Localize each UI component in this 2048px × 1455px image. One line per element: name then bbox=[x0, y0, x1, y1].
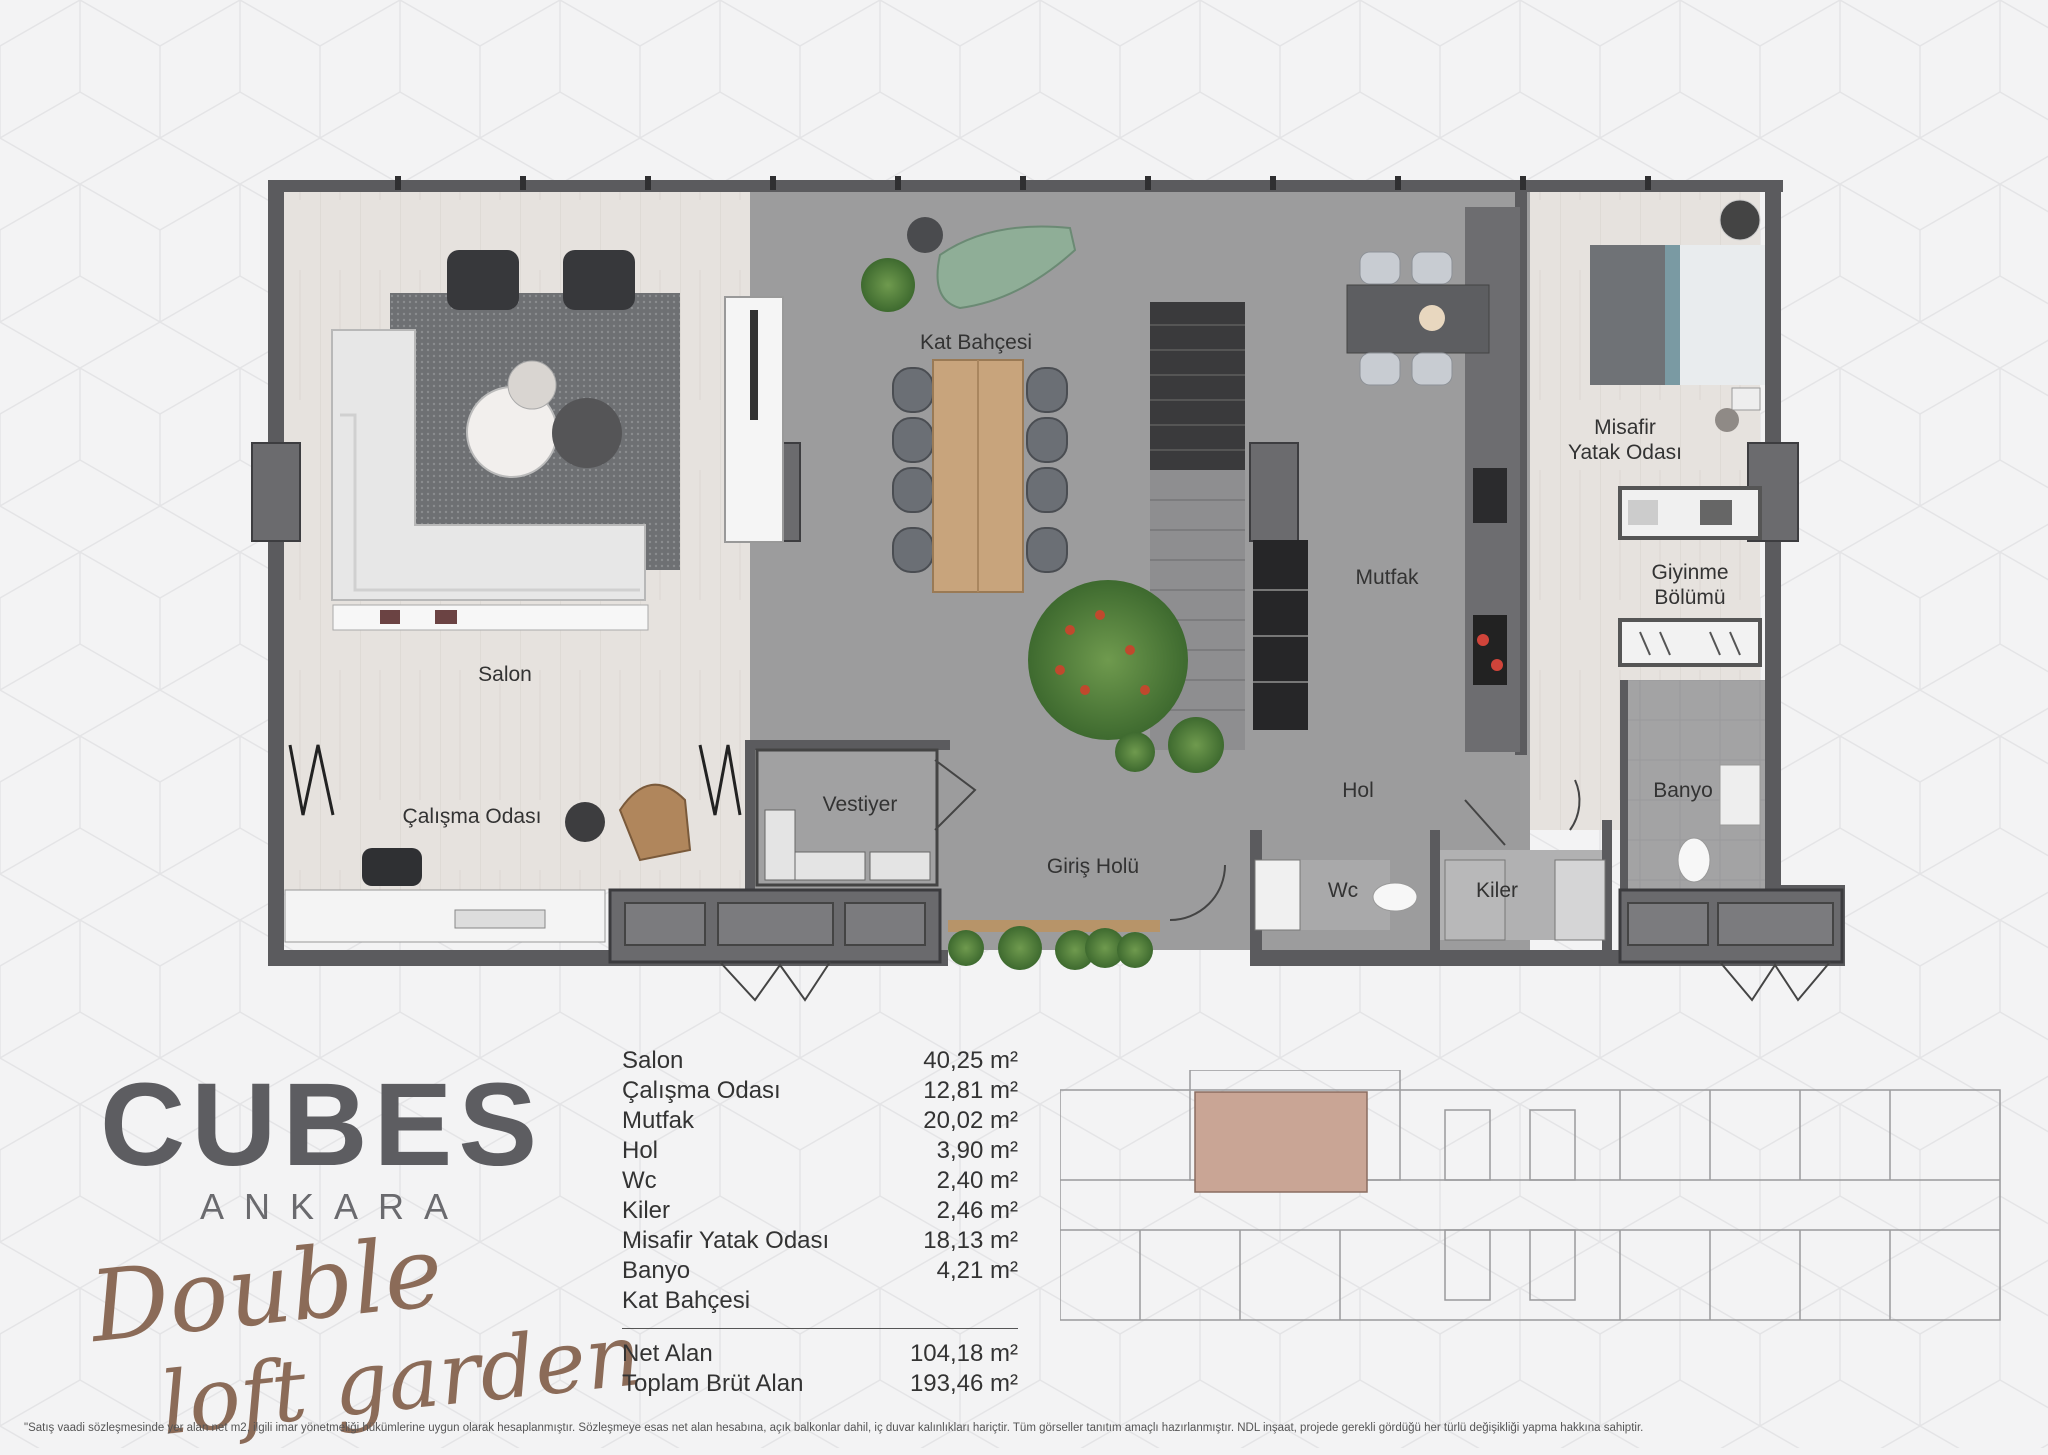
area-divider bbox=[622, 1328, 1018, 1329]
area-value: 4,21 m² bbox=[936, 1257, 1018, 1284]
floor-plan-drawing bbox=[251, 176, 1845, 1002]
total-row: Net Alan 104,18 m² bbox=[622, 1339, 1018, 1369]
total-value: 104,18 m² bbox=[909, 1340, 1018, 1367]
area-name: Misafir Yatak Odası bbox=[622, 1227, 830, 1254]
total-rows: Net Alan 104,18 m² Toplam Brüt Alan 193,46 … bbox=[622, 1339, 1018, 1399]
area-name: Wc bbox=[622, 1167, 657, 1194]
disclaimer: "Satış vaadi sözleşmesinde yer alan net … bbox=[24, 1422, 1644, 1434]
brand-city: ANKARA bbox=[200, 1186, 469, 1227]
room-label-kiler: Kiler bbox=[1475, 879, 1519, 902]
total-row: Toplam Brüt Alan 193,46 m² bbox=[622, 1369, 1018, 1399]
area-value: 2,40 m² bbox=[936, 1167, 1018, 1194]
brand-logo: CUBES bbox=[100, 1059, 544, 1191]
area-row: Kat Bahçesi bbox=[622, 1286, 1018, 1316]
floor-plan: Kat Bahçesi Salon Çalışma Odası Mutfak M… bbox=[251, 176, 1845, 1002]
area-row: Hol 3,90 m² bbox=[622, 1136, 1018, 1166]
room-label-mutfak: Mutfak bbox=[1355, 566, 1419, 589]
area-row: Salon 40,25 m² bbox=[622, 1046, 1018, 1076]
area-row: Kiler 2,46 m² bbox=[622, 1196, 1018, 1226]
room-label-giyinme-bolumu: Giyinme Bölümü bbox=[1651, 561, 1729, 609]
area-name: Banyo bbox=[622, 1257, 691, 1284]
area-row: Misafir Yatak Odası 18,13 m² bbox=[622, 1226, 1018, 1256]
area-value: 2,46 m² bbox=[936, 1197, 1018, 1224]
key-plan bbox=[1060, 1070, 2001, 1321]
room-label-hol: Hol bbox=[1342, 779, 1374, 802]
area-row: Banyo 4,21 m² bbox=[622, 1256, 1018, 1286]
total-value: 193,46 m² bbox=[909, 1370, 1018, 1397]
total-name: Toplam Brüt Alan bbox=[622, 1370, 804, 1397]
area-name: Salon bbox=[622, 1047, 684, 1074]
area-name: Hol bbox=[622, 1137, 659, 1164]
room-label-vestiyer: Vestiyer bbox=[822, 793, 898, 816]
area-row: Çalışma Odası 12,81 m² bbox=[622, 1076, 1018, 1106]
room-label-wc: Wc bbox=[1327, 879, 1359, 902]
area-name: Çalışma Odası bbox=[622, 1077, 781, 1104]
room-label-salon: Salon bbox=[478, 663, 532, 686]
area-row: Mutfak 20,02 m² bbox=[622, 1106, 1018, 1136]
room-label-kat-bahcesi: Kat Bahçesi bbox=[919, 331, 1033, 354]
total-name: Net Alan bbox=[622, 1340, 713, 1367]
area-value: 20,02 m² bbox=[923, 1107, 1018, 1134]
room-label-calisma-odasi: Çalışma Odası bbox=[402, 805, 542, 828]
room-label-banyo: Banyo bbox=[1653, 779, 1713, 802]
room-label-giris-holu: Giriş Holü bbox=[1046, 855, 1140, 878]
area-value: 12,81 m² bbox=[923, 1077, 1018, 1104]
area-name: Mutfak bbox=[622, 1107, 695, 1134]
area-value: 18,13 m² bbox=[923, 1227, 1018, 1254]
area-row: Wc 2,40 m² bbox=[622, 1166, 1018, 1196]
area-name: Kat Bahçesi bbox=[622, 1287, 751, 1314]
key-plan-highlight bbox=[1194, 1091, 1368, 1193]
area-value: 3,90 m² bbox=[936, 1137, 1018, 1164]
area-name: Kiler bbox=[622, 1197, 671, 1224]
area-value: 40,25 m² bbox=[923, 1047, 1018, 1074]
room-label-misafir-yatak-odasi: Misafir Yatak Odası bbox=[1567, 416, 1683, 464]
